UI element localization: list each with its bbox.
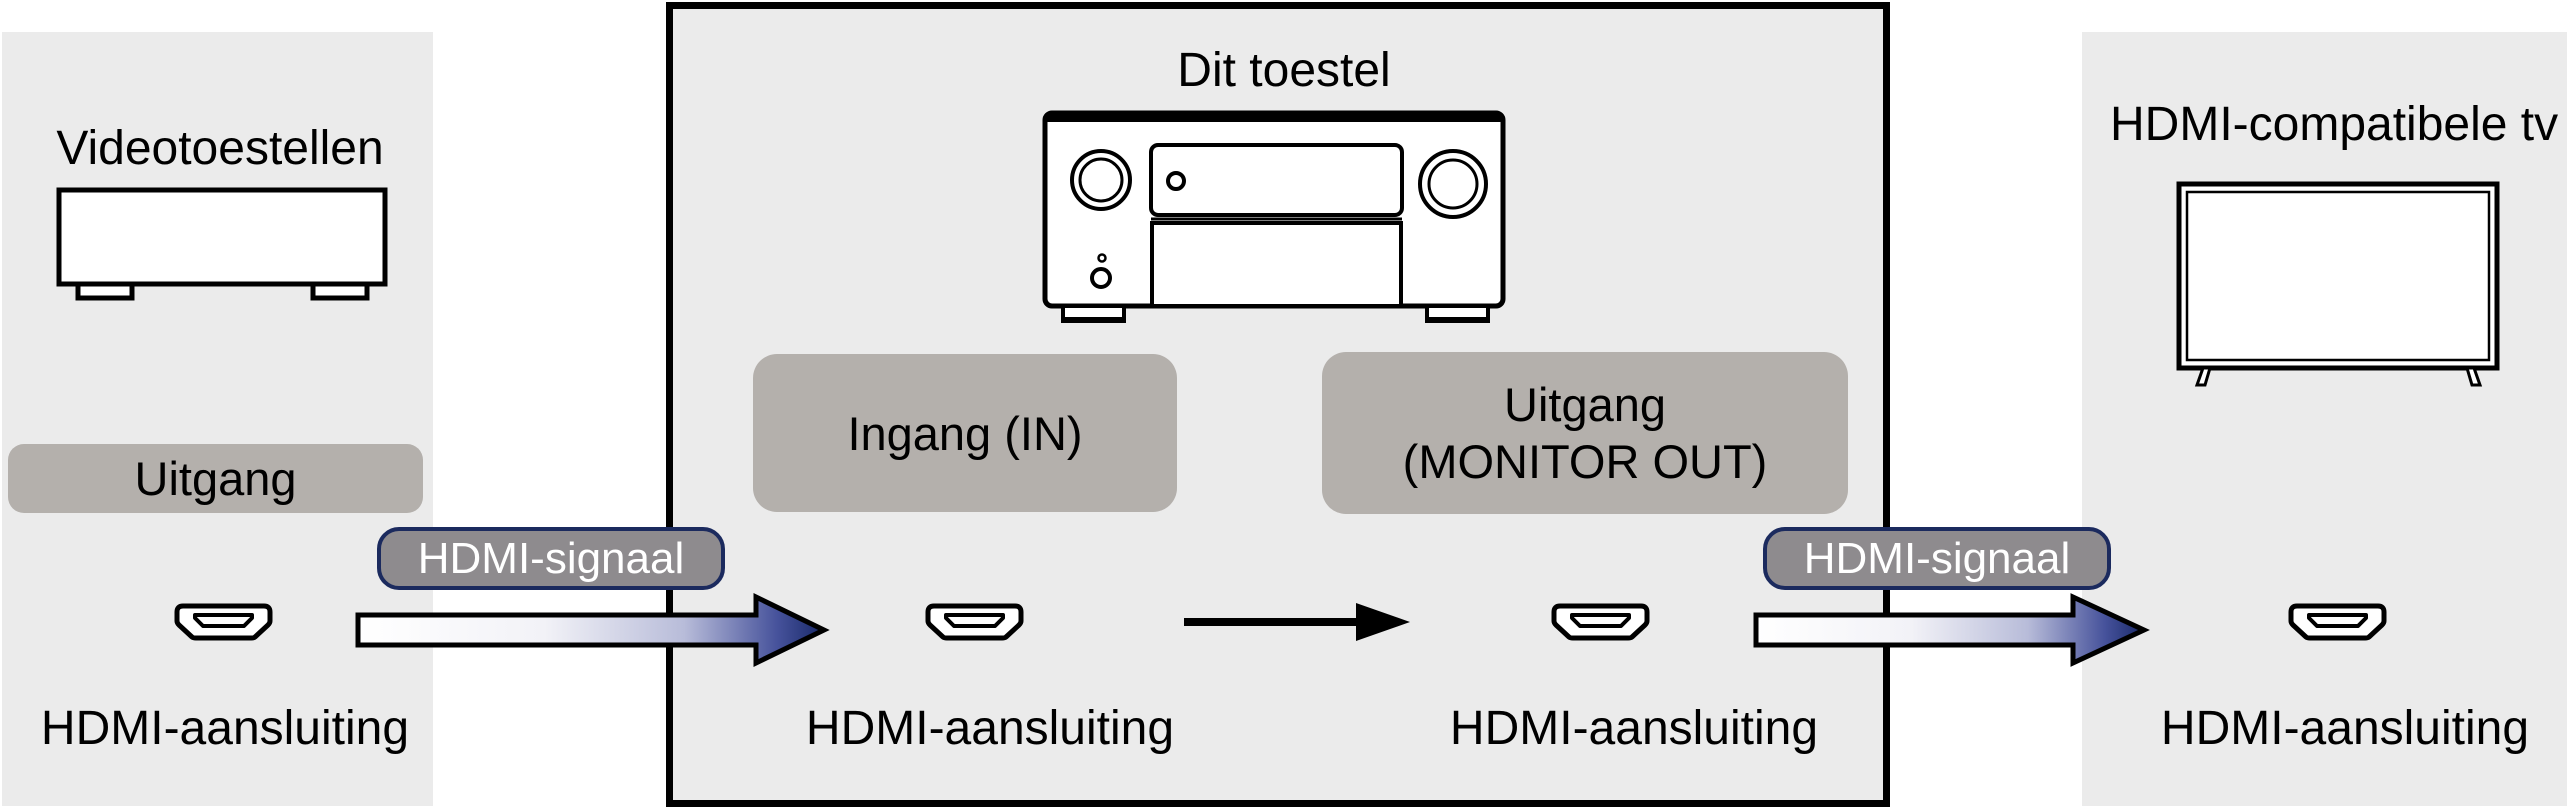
- monitor-out-badge-line1: Uitgang: [1504, 378, 1666, 431]
- hdmi-connector-icon: [925, 603, 1024, 641]
- monitor-out-badge: Uitgang (MONITOR OUT): [1322, 352, 1848, 514]
- this-unit-title: Dit toestel: [1177, 44, 1391, 97]
- tv-title: HDMI-compatibele tv: [2110, 98, 2559, 151]
- video-device-icon: [56, 187, 388, 301]
- hdmi-signal-arrow-left-icon: [355, 593, 830, 667]
- hdmi-port-label-left: HDMI-aansluiting: [40, 702, 410, 755]
- hdmi-connector-icon: [1551, 603, 1650, 641]
- hdmi-signal-badge-left: HDMI-signaal: [377, 527, 725, 590]
- input-badge-label: Ingang (IN): [847, 406, 1083, 460]
- hdmi-signal-arrow-right-icon: [1753, 593, 2150, 667]
- tv-panel: [2082, 32, 2567, 806]
- output-badge-left-label: Uitgang: [134, 452, 297, 505]
- video-devices-title: Videotoestellen: [56, 122, 384, 175]
- hdmi-port-label-center-out: HDMI-aansluiting: [1449, 702, 1819, 755]
- internal-routing-arrow-icon: [1184, 603, 1410, 641]
- hdmi-signal-badge-right-label: HDMI-signaal: [1803, 533, 2071, 583]
- av-receiver-icon: [1042, 110, 1506, 323]
- hdmi-connector-icon: [174, 603, 273, 641]
- video-devices-panel: [2, 32, 433, 806]
- monitor-out-badge-line2: (MONITOR OUT): [1402, 435, 1768, 488]
- hdmi-connector-icon: [2288, 603, 2387, 641]
- hdmi-port-label-right: HDMI-aansluiting: [2160, 702, 2530, 755]
- input-badge: Ingang (IN): [753, 354, 1177, 512]
- hdmi-port-label-center-in: HDMI-aansluiting: [805, 702, 1175, 755]
- hdmi-signal-badge-left-label: HDMI-signaal: [417, 533, 685, 583]
- output-badge-left: Uitgang: [8, 444, 423, 513]
- hdmi-signal-badge-right: HDMI-signaal: [1763, 527, 2111, 590]
- tv-icon: [2176, 181, 2500, 387]
